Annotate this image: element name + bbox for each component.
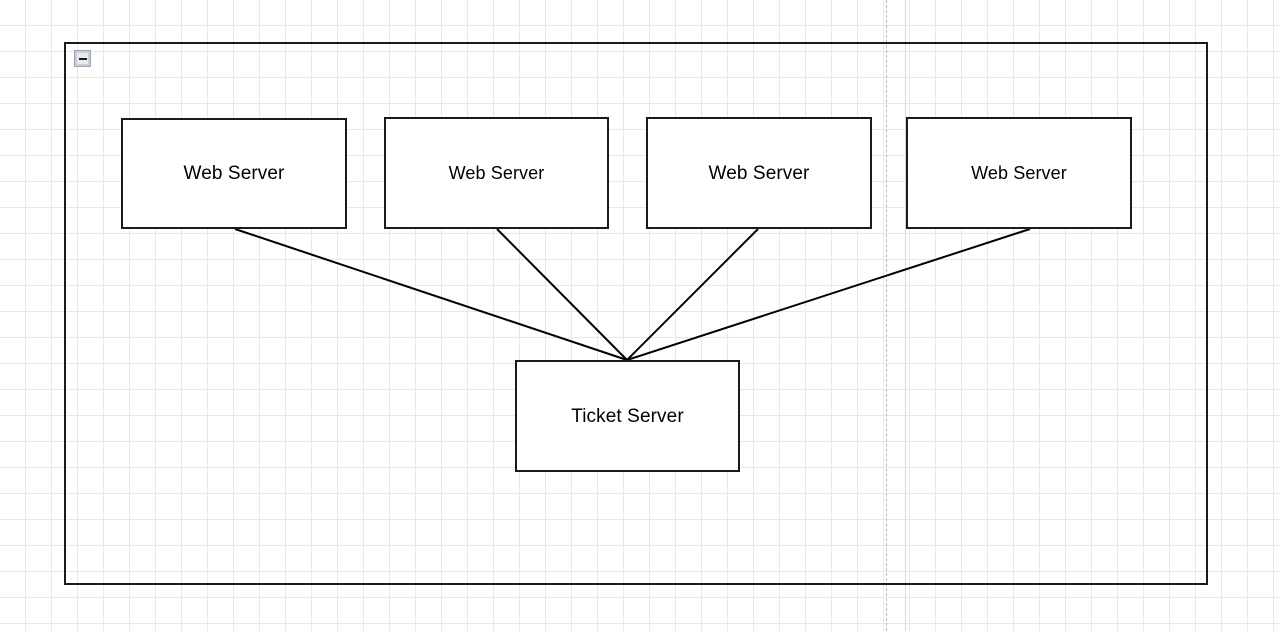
node-web-server-1[interactable]: Web Server — [121, 118, 347, 229]
node-label: Web Server — [448, 163, 545, 183]
collapse-toggle-button[interactable] — [74, 50, 91, 67]
node-label: Web Server — [708, 162, 810, 184]
node-web-server-3[interactable]: Web Server — [646, 117, 872, 229]
node-web-server-4[interactable]: Web Server — [906, 117, 1132, 229]
minus-icon — [78, 57, 87, 60]
diagram-container[interactable] — [64, 42, 1208, 585]
node-label: Web Server — [971, 163, 1067, 183]
node-label: Web Server — [183, 163, 285, 184]
node-web-server-2[interactable]: Web Server — [384, 117, 609, 229]
node-ticket-server[interactable]: Ticket Server — [515, 360, 740, 472]
collapse-button-inner — [77, 53, 88, 64]
node-label: Ticket Server — [571, 405, 684, 427]
